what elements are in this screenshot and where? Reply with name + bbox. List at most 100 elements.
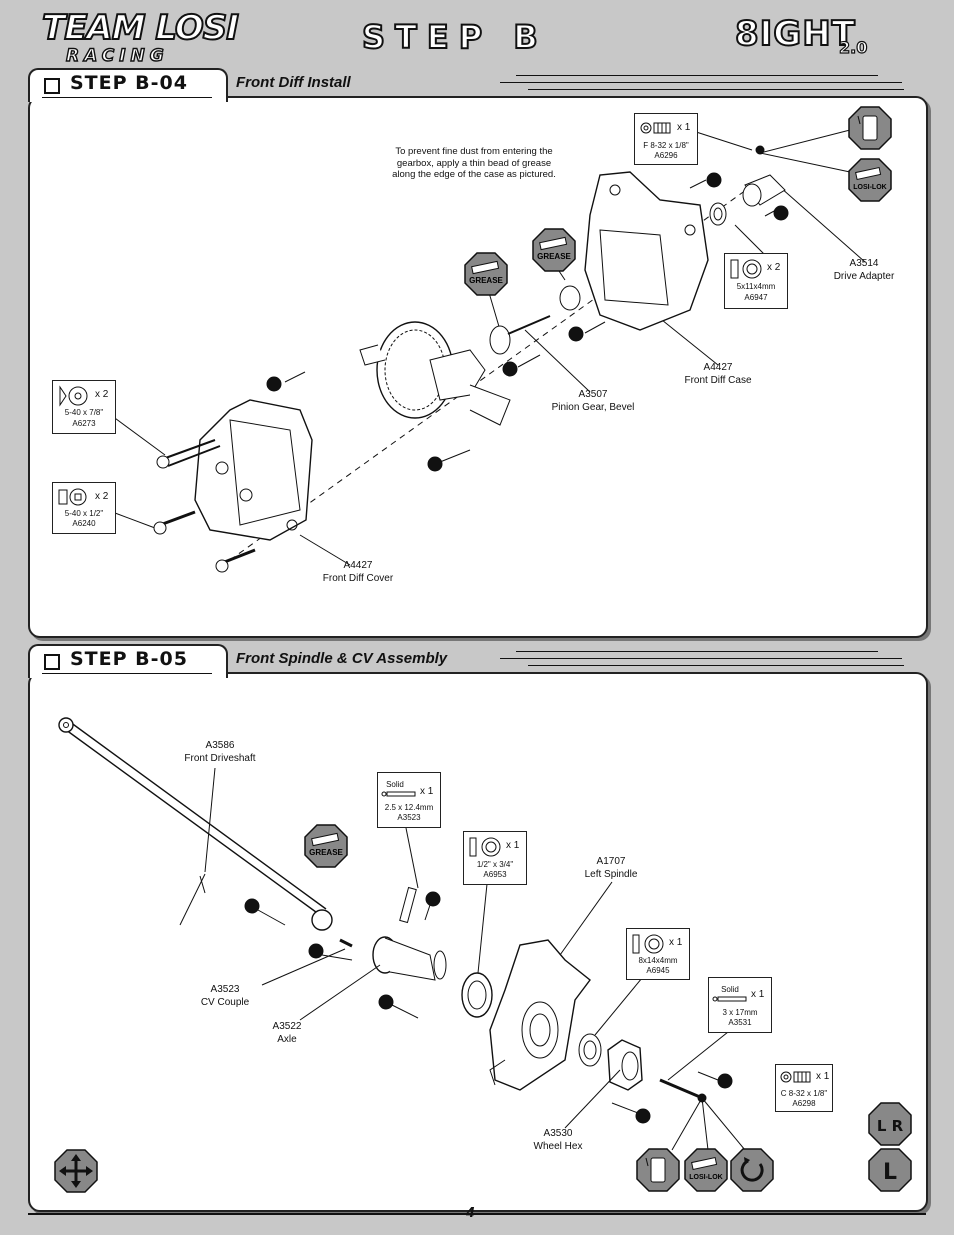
part-number: A3531 <box>728 1018 752 1027</box>
losi-lok-badge: LOSI-LOK <box>848 158 892 202</box>
left-right-text: L R <box>877 1117 904 1135</box>
step-b05-label: STEP B-05 <box>70 648 188 670</box>
part-name: CV Couple <box>200 996 250 1008</box>
part-number: A6296 <box>654 151 678 160</box>
qty: x 1 <box>677 122 691 133</box>
rotate-icon <box>730 1148 774 1192</box>
bearing-icon <box>730 259 762 279</box>
part-number: A3530 <box>543 1128 573 1139</box>
callout-wheel-hex: A3530 Wheel Hex <box>528 1128 588 1153</box>
grease-text: GREASE <box>469 276 503 285</box>
left-text: L <box>883 1160 897 1185</box>
callout-driveshaft: A3586 Front Driveshaft <box>178 740 262 765</box>
rule <box>516 651 878 652</box>
part-number: A4427 <box>703 362 733 373</box>
qty: x 1 <box>751 989 765 1000</box>
part-number: A3586 <box>205 740 235 751</box>
pin-icon <box>712 996 747 1002</box>
step-b05-subtitle: Front Spindle & CV Assembly <box>236 650 448 667</box>
part-box-a3531: Solid x 1 3 x 17mm A3531 <box>708 977 772 1033</box>
size: 1/2" x 3/4" <box>476 860 514 869</box>
part-number: A6947 <box>744 293 768 302</box>
step-b04-label: STEP B-04 <box>70 72 188 94</box>
bearing-icon <box>469 837 501 857</box>
step-title: STEP B <box>361 17 548 57</box>
losilok-text: LOSI-LOK <box>853 184 886 191</box>
checkbox-icon <box>44 78 60 94</box>
tab-underline <box>42 673 212 674</box>
part-name: Wheel Hex <box>533 1140 583 1152</box>
qty: x 2 <box>767 262 781 273</box>
qty: x 2 <box>95 491 109 502</box>
setscrew-icon <box>640 122 671 134</box>
rule <box>528 665 904 666</box>
callout-cv-couple: A3523 CV Couple <box>194 984 256 1009</box>
size: 5-40 x 1/2" <box>64 509 104 518</box>
pin-kind: Solid <box>721 985 739 994</box>
part-name: Left Spindle <box>584 868 638 880</box>
callout-drive-adapter: A3514 Drive Adapter <box>828 258 900 283</box>
cap-screw-icon <box>58 488 87 506</box>
losilok-text: LOSI-LOK <box>689 1174 722 1181</box>
brand-line2: RACING <box>65 45 169 66</box>
part-box-a6273: x 2 5-40 x 7/8" A6273 <box>52 380 116 434</box>
left-right-icon: L R <box>868 1102 912 1146</box>
checkbox-icon <box>44 654 60 670</box>
rule <box>500 658 902 659</box>
hex-wrench-badge <box>636 1148 680 1192</box>
team-losi-logo: TEAM LOSI RACING <box>36 6 246 68</box>
rule <box>528 89 904 90</box>
model-version: 2.0 <box>838 37 868 57</box>
part-box-a6240: x 2 5-40 x 1/2" A6240 <box>52 482 116 534</box>
part-name: Front Diff Case <box>684 374 752 386</box>
setscrew-icon <box>780 1071 811 1083</box>
part-name: Front Driveshaft <box>184 752 256 764</box>
bearing-icon <box>632 934 664 954</box>
qty: x 1 <box>506 840 520 851</box>
move-arrows-icon <box>54 1149 98 1193</box>
part-box-a6945: x 1 8x14x4mm A6945 <box>626 928 690 980</box>
part-number: A6953 <box>483 870 507 879</box>
grease-badge: GREASE <box>532 228 576 272</box>
part-box-a6947: x 2 5x11x4mm A6947 <box>724 253 788 309</box>
part-number: A3514 <box>849 258 879 269</box>
left-icon: L <box>868 1148 912 1192</box>
part-number: A3523 <box>397 813 421 822</box>
callout-axle: A3522 Axle <box>266 1021 308 1046</box>
eight-logo: 8IGHT 2.0 <box>734 13 895 64</box>
part-box-a6298: x 1 C 8-32 x 1/8" A6298 <box>775 1064 833 1112</box>
size: 2.5 x 12.4mm <box>384 803 434 812</box>
part-name: Drive Adapter <box>833 270 895 282</box>
part-number: A3523 <box>210 984 240 995</box>
grease-badge: GREASE <box>464 252 508 296</box>
page-number: 4 <box>466 1206 476 1221</box>
losi-lok-badge: LOSI-LOK <box>684 1148 728 1192</box>
part-box-a3523: Solid x 1 2.5 x 12.4mm A3523 <box>377 772 441 828</box>
size: 8x14x4mm <box>638 956 678 965</box>
part-name: Axle <box>277 1033 297 1045</box>
part-name: Pinion Gear, Bevel <box>551 401 635 413</box>
callout-front-diff-case: A4427 Front Diff Case <box>676 362 760 387</box>
qty: x 2 <box>95 389 109 400</box>
qty: x 1 <box>816 1071 830 1082</box>
tab-underline <box>42 97 212 98</box>
part-number: A3507 <box>578 389 608 400</box>
step-b05-panel <box>28 672 928 1212</box>
pin-kind: Solid <box>386 780 404 789</box>
step-b04-tab: STEP B-04 <box>28 68 228 102</box>
size: 5x11x4mm <box>736 282 776 291</box>
callout-spindle: A1707 Left Spindle <box>578 856 644 881</box>
part-box-a6296: x 1 F 8-32 x 1/8" A6296 <box>634 113 698 165</box>
size: 3 x 17mm <box>722 1008 758 1017</box>
grease-text: GREASE <box>537 252 571 261</box>
grease-note: To prevent fine dust from entering the g… <box>392 146 556 180</box>
step-b05-tab: STEP B-05 <box>28 644 228 678</box>
part-number: A4427 <box>343 560 373 571</box>
callout-front-diff-cover: A4427 Front Diff Cover <box>316 560 400 585</box>
pin-icon <box>381 791 416 797</box>
part-box-a6953: x 1 1/2" x 3/4" A6953 <box>463 831 527 885</box>
size: C 8-32 x 1/8" <box>780 1089 828 1098</box>
part-number: A6298 <box>792 1099 816 1108</box>
footer-rule <box>28 1213 926 1215</box>
